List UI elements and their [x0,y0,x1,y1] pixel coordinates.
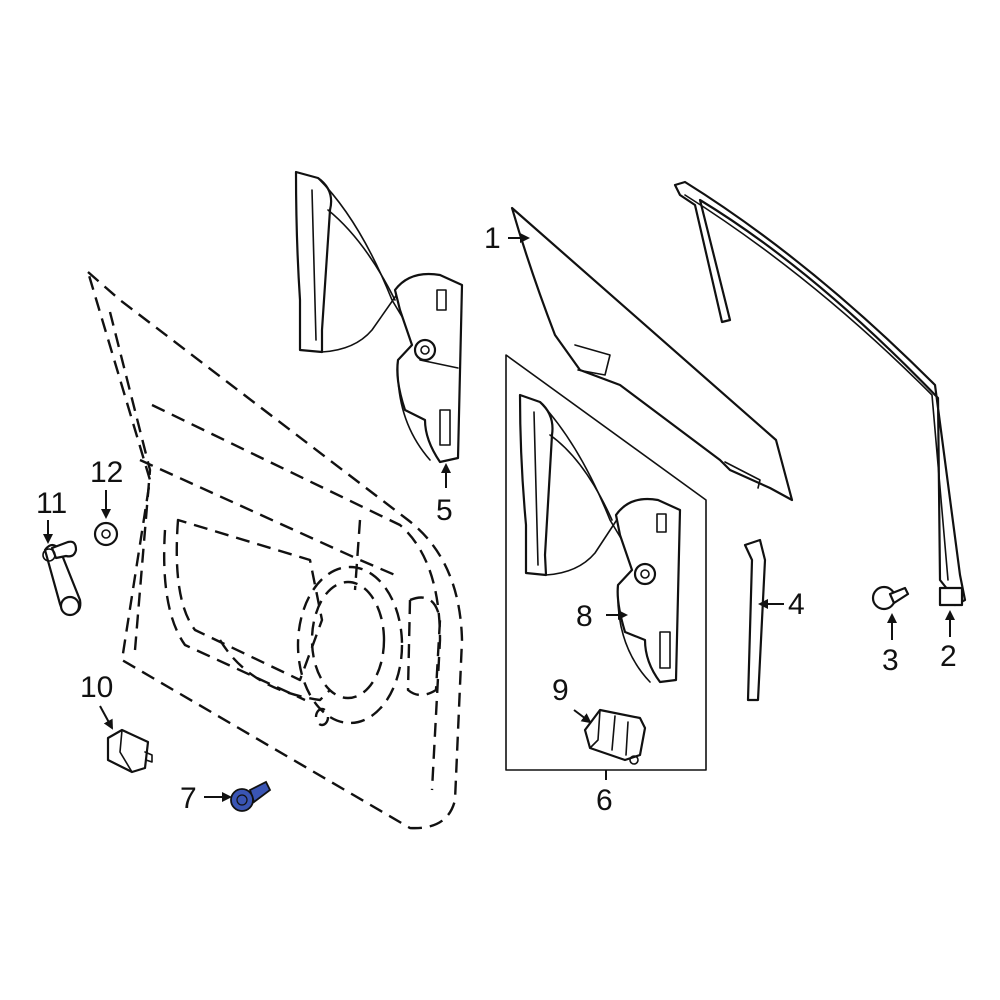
door-glass [510,206,794,502]
window-regulator-lower [518,393,682,684]
glass-run-channel [673,180,967,607]
callout-5: 5 [436,494,453,527]
callout-1: 1 [484,222,501,255]
washer [93,521,119,547]
belt-strip [743,538,767,702]
regulator-assembly-box [505,354,707,771]
callout-9: 9 [552,674,569,707]
callout-12: 12 [90,456,123,489]
bolt [871,585,910,611]
callout-10: 10 [80,671,113,704]
regulator-motor [583,708,647,765]
callout-labels: 1 2 3 4 5 6 7 8 9 10 11 12 [36,222,957,817]
callout-6: 6 [596,784,613,817]
callout-8: 8 [576,600,593,633]
highlighted-bolt [230,780,272,812]
door-shell-outline [86,270,464,830]
crank-handle [42,540,82,617]
callout-3: 3 [882,644,899,677]
callout-2: 2 [940,640,957,673]
callout-7: 7 [180,782,197,815]
callout-4: 4 [788,588,805,621]
door-module [106,728,153,774]
leader-lines [43,233,955,802]
callout-11: 11 [36,487,67,520]
window-regulator-upper [294,170,464,464]
